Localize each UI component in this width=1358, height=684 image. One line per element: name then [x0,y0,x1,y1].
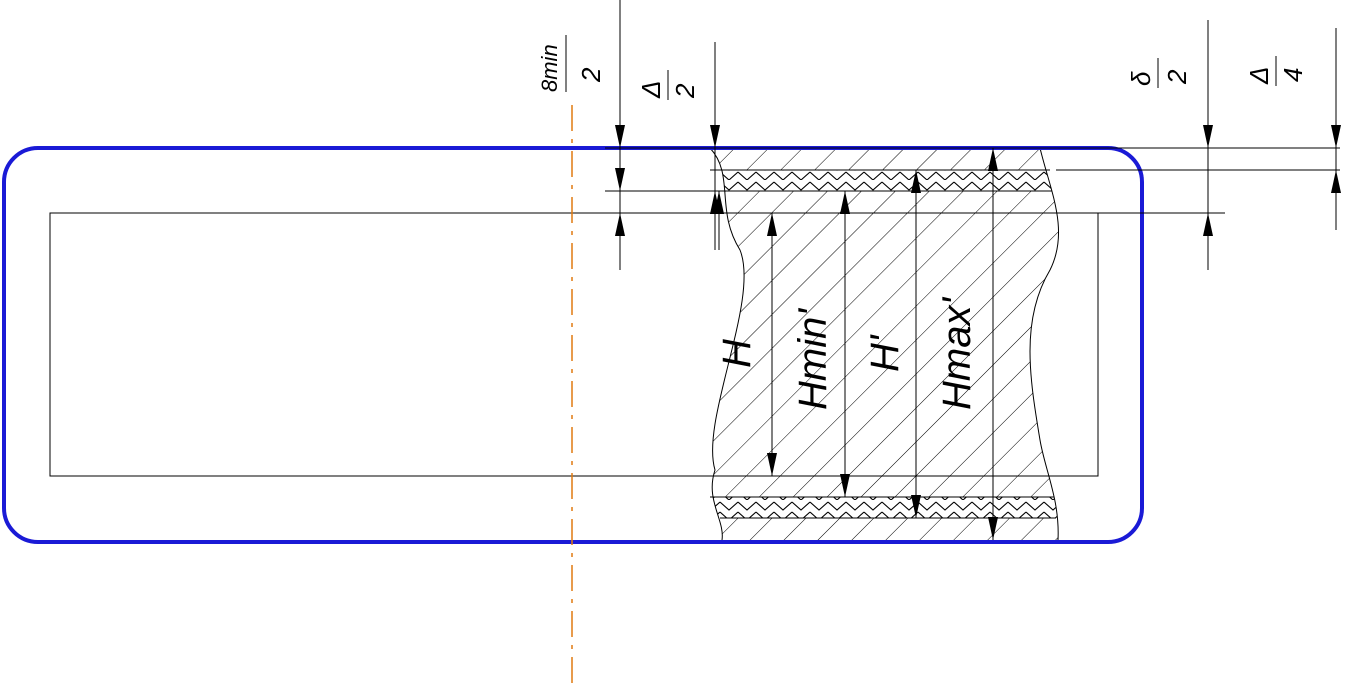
fraction-smin-denominator: 2 [576,67,606,83]
break-line-left [709,147,745,541]
label-Hmin: Hmin' [791,308,835,410]
fraction-sigma-half: δ 2 [1126,58,1192,88]
fraction-sigma-denominator: 2 [1162,69,1192,85]
break-line-right [1029,147,1060,541]
fraction-smin-numerator: 8min [537,44,562,92]
label-H: H [715,339,759,368]
fraction-delta4-numerator: Δ [1244,67,1274,85]
fraction-sigma-numerator: δ [1126,71,1156,86]
fraction-delta-quarter: Δ 4 [1244,56,1308,86]
fraction-delta4-denominator: 4 [1278,68,1308,82]
label-Hprime: H' [863,334,907,372]
label-Hmax: Hmax' [935,297,979,410]
fraction-delta-numerator: Δ [636,81,666,99]
fraction-delta-half: Δ 2 [636,70,700,100]
inner-rectangle [49,212,1099,477]
fraction-delta-denominator: 2 [670,83,700,99]
fraction-smin: 8min 2 [537,35,606,92]
outer-frame [2,146,1144,544]
